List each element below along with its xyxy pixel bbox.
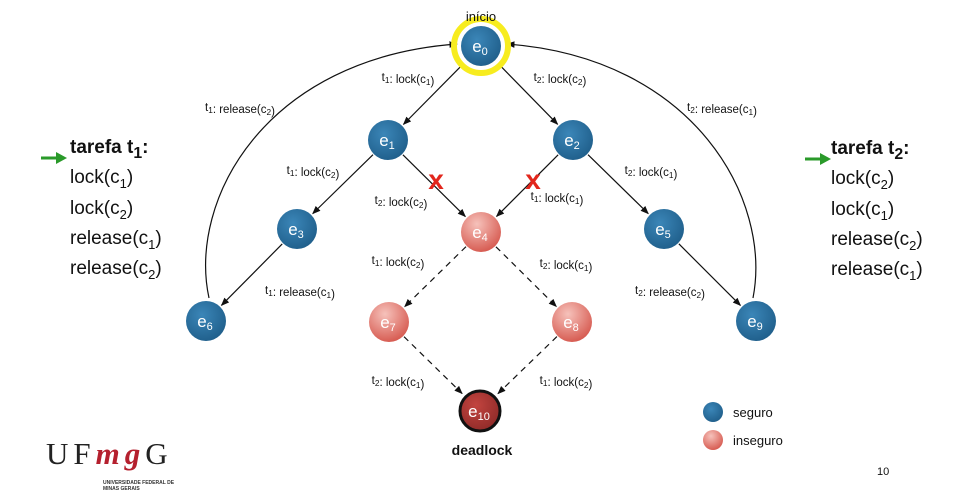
node-e5: [644, 209, 684, 249]
edge-e2-e5: [587, 154, 649, 215]
ufmg-logo-letters: UFmgG: [46, 436, 173, 471]
edge-label-e6-e0: t1: release(c2): [205, 102, 275, 118]
node-e4: [461, 212, 501, 252]
edge-label-e8-e10: t1: lock(c2): [540, 375, 593, 391]
edge-label-e0-e1: t1: lock(c1): [382, 72, 435, 88]
current-step-arrow-icon: [805, 153, 831, 165]
node-label-e0: e0: [472, 37, 488, 58]
task2-line-1: lock(c2): [831, 168, 895, 193]
edge-e6-e0: [205, 41, 458, 299]
ufmg-logo: UFmgG UNIVERSIDADE FEDERAL DE MINAS GERA…: [46, 436, 174, 492]
legend-label-unsafe: inseguro: [733, 433, 783, 448]
task1-line-1: lock(c1): [70, 167, 134, 192]
edge-e2-e4: [495, 154, 559, 218]
current-step-arrow-icon: [41, 152, 67, 164]
node-label-e3: e3: [288, 220, 304, 241]
edge-e0-e2: [498, 64, 559, 125]
edge-e4-e7: [404, 246, 467, 308]
task1-line-4: release(c2): [70, 258, 162, 282]
node-e6: [186, 301, 226, 341]
edge-label-e5-e9: t2: release(c2): [635, 285, 705, 301]
edge-label-e9-e0: t2: release(c1): [687, 102, 757, 118]
legend: seguro inseguro: [703, 402, 783, 450]
node-label-e4: e4: [472, 223, 488, 244]
edge-e9-e0: [506, 41, 757, 299]
node-e10: [458, 389, 502, 433]
node-label-e7: e7: [380, 313, 396, 334]
node-label-e5: e5: [655, 220, 671, 241]
node-e1: [368, 120, 408, 160]
edge-e8-e10: [497, 336, 558, 395]
node-e3: [277, 209, 317, 249]
edge-e1-e4: [402, 154, 466, 218]
task1-line-3: release(c1): [70, 227, 162, 252]
edge-e7-e10: [403, 336, 463, 395]
legend-label-safe: seguro: [733, 405, 773, 420]
node-e9: [736, 301, 776, 341]
node-e2: [553, 120, 593, 160]
edge-e3-e6: [220, 243, 283, 306]
edge-e4-e8: [495, 246, 557, 308]
edges-layer: [205, 41, 757, 395]
start-highlight-ring: [451, 16, 511, 76]
blocked-x-icon: x: [525, 164, 541, 195]
task1-lines: lock(c1) lock(c2) release(c1) release(c2): [70, 166, 162, 287]
edge-label-e2-e4: t1: lock(c1): [531, 191, 584, 207]
legend-swatch-unsafe: [703, 430, 723, 450]
node-label-e2: e2: [564, 131, 580, 152]
node-e8: [552, 302, 592, 342]
task2-line-2: lock(c1): [831, 198, 895, 223]
edge-label-e4-e7: t1: lock(c2): [372, 255, 425, 271]
labels-layer: t1: lock(c1) t2: lock(c2) t1: lock(c2) t2: …: [205, 9, 757, 458]
nodes-layer: e0 e1 e2 e3 e4 e5 e6 e7 e8 e9 e10: [186, 16, 776, 433]
blocked-x-icon: x: [428, 164, 444, 195]
task1-title: tarefa t1:: [70, 137, 149, 162]
node-label-e8: e8: [563, 313, 579, 334]
node-label-e9: e9: [747, 312, 763, 333]
node-label-e10: e10: [468, 402, 490, 423]
start-label: início: [466, 9, 496, 24]
task1-line-2: lock(c2): [70, 197, 134, 222]
node-e0: [461, 26, 501, 66]
edge-e1-e3: [312, 154, 374, 215]
node-label-e6: e6: [197, 312, 213, 333]
task2-lines: lock(c2) lock(c1) release(c2) release(c1): [831, 167, 923, 288]
edge-e0-e1: [402, 64, 464, 125]
task2-line-3: release(c2): [831, 228, 923, 253]
task2-line-4: release(c1): [831, 259, 923, 283]
edge-label-e2-e5: t2: lock(c1): [625, 165, 678, 181]
task2-listing: tarefa t2: lock(c2) lock(c1) release(c2) re…: [831, 137, 923, 288]
edge-label-e1-e3: t1: lock(c2): [287, 165, 340, 181]
edge-label-e7-e10: t2: lock(c1): [372, 375, 425, 391]
edge-label-e1-e4: t2: lock(c2): [375, 195, 428, 211]
task2-title: tarefa t2:: [831, 138, 910, 163]
node-e7: [369, 302, 409, 342]
page-number: 10: [877, 466, 890, 478]
edge-label-e3-e6: t1: release(c1): [265, 285, 335, 301]
edge-label-e0-e2: t2: lock(c2): [534, 72, 587, 88]
task1-listing: tarefa t1: lock(c1) lock(c2) release(c1) re…: [70, 136, 162, 287]
edge-label-e4-e8: t2: lock(c1): [540, 258, 593, 274]
edge-e5-e9: [678, 243, 742, 307]
legend-swatch-safe: [703, 402, 723, 422]
node-label-e1: e1: [379, 131, 395, 152]
ufmg-logo-subtitle: UNIVERSIDADE FEDERAL DE MINAS GERAIS: [103, 480, 175, 492]
deadlock-label: deadlock: [452, 442, 513, 458]
